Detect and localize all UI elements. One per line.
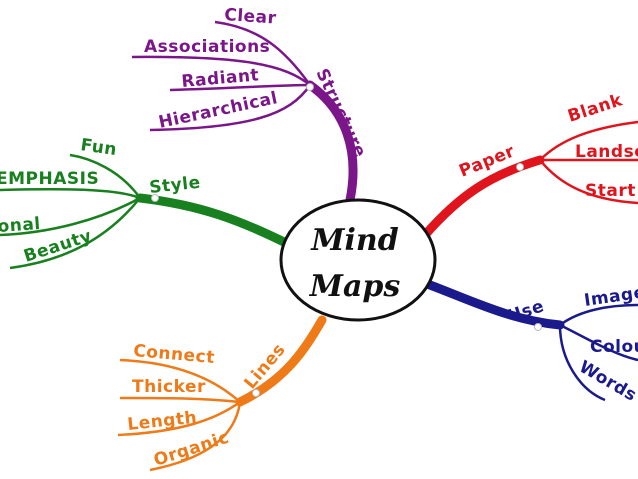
paper-child-landsc: Landsc [575,142,638,162]
central-title-line2: Maps [309,269,401,304]
style-twig-onal [0,196,141,237]
lines-child-connect: Connect [133,341,216,368]
central-ellipse [279,198,437,322]
style-twig-beauty [9,197,141,270]
use-twig-image [559,303,638,327]
style-twig-emphasis [0,188,141,200]
structure-child-associations: Associations [144,37,270,57]
lines-twig-length [117,400,241,437]
style-twig-fun [69,153,142,199]
structure-child-clear: Clear [224,5,278,29]
branch-structure: Structure Clear Associations Radiant Hie… [131,5,370,205]
paper-main-branch [420,155,545,240]
structure-main-branch [305,80,358,205]
central-node: Mind Maps [279,198,437,322]
lines-child-organic: Organic [151,428,231,471]
style-child-fun: Fun [79,135,118,160]
branch-paper: Paper Blank Landsc Start [420,90,638,240]
structure-twig-hierarchical [149,84,312,132]
use-main-branch [425,280,565,330]
lines-child-thicker: Thicker [132,377,206,397]
lines-child-length: Length [126,408,198,435]
structure-label: Structure [311,66,370,161]
paper-child-start: Start [585,181,636,201]
branch-style: Style Fun EMPHASIS onal Beauty [0,135,295,270]
use-child-colou: Colou [590,337,638,357]
lines-twig-thicker [119,396,241,404]
paper-twig-blank [539,120,638,161]
style-label: Style [148,173,201,198]
lines-node [252,389,260,397]
use-child-image: Image [583,283,638,311]
style-main-branch [135,193,295,250]
style-child-emphasis: EMPHASIS [0,169,99,189]
branch-use: Use Image Colou Words [425,280,638,406]
paper-child-blank: Blank [565,90,625,126]
structure-twig-radiant [169,83,311,92]
style-child-onal: onal [0,214,41,237]
structure-node [306,83,314,91]
lines-twig-organic [149,401,242,472]
structure-twig-associations [131,55,311,86]
use-twig-words [558,324,606,402]
branch-lines: Lines Connect Thicker Length Organic [117,315,327,472]
use-node [534,323,542,331]
paper-node [516,163,524,171]
central-title-line1: Mind [310,223,398,258]
use-twig-colou [559,323,638,362]
style-node [151,194,159,202]
use-child-words: Words [576,357,638,406]
lines-twig-connect [119,358,241,403]
paper-twig-start [539,159,638,205]
structure-twig-clear [214,20,312,86]
